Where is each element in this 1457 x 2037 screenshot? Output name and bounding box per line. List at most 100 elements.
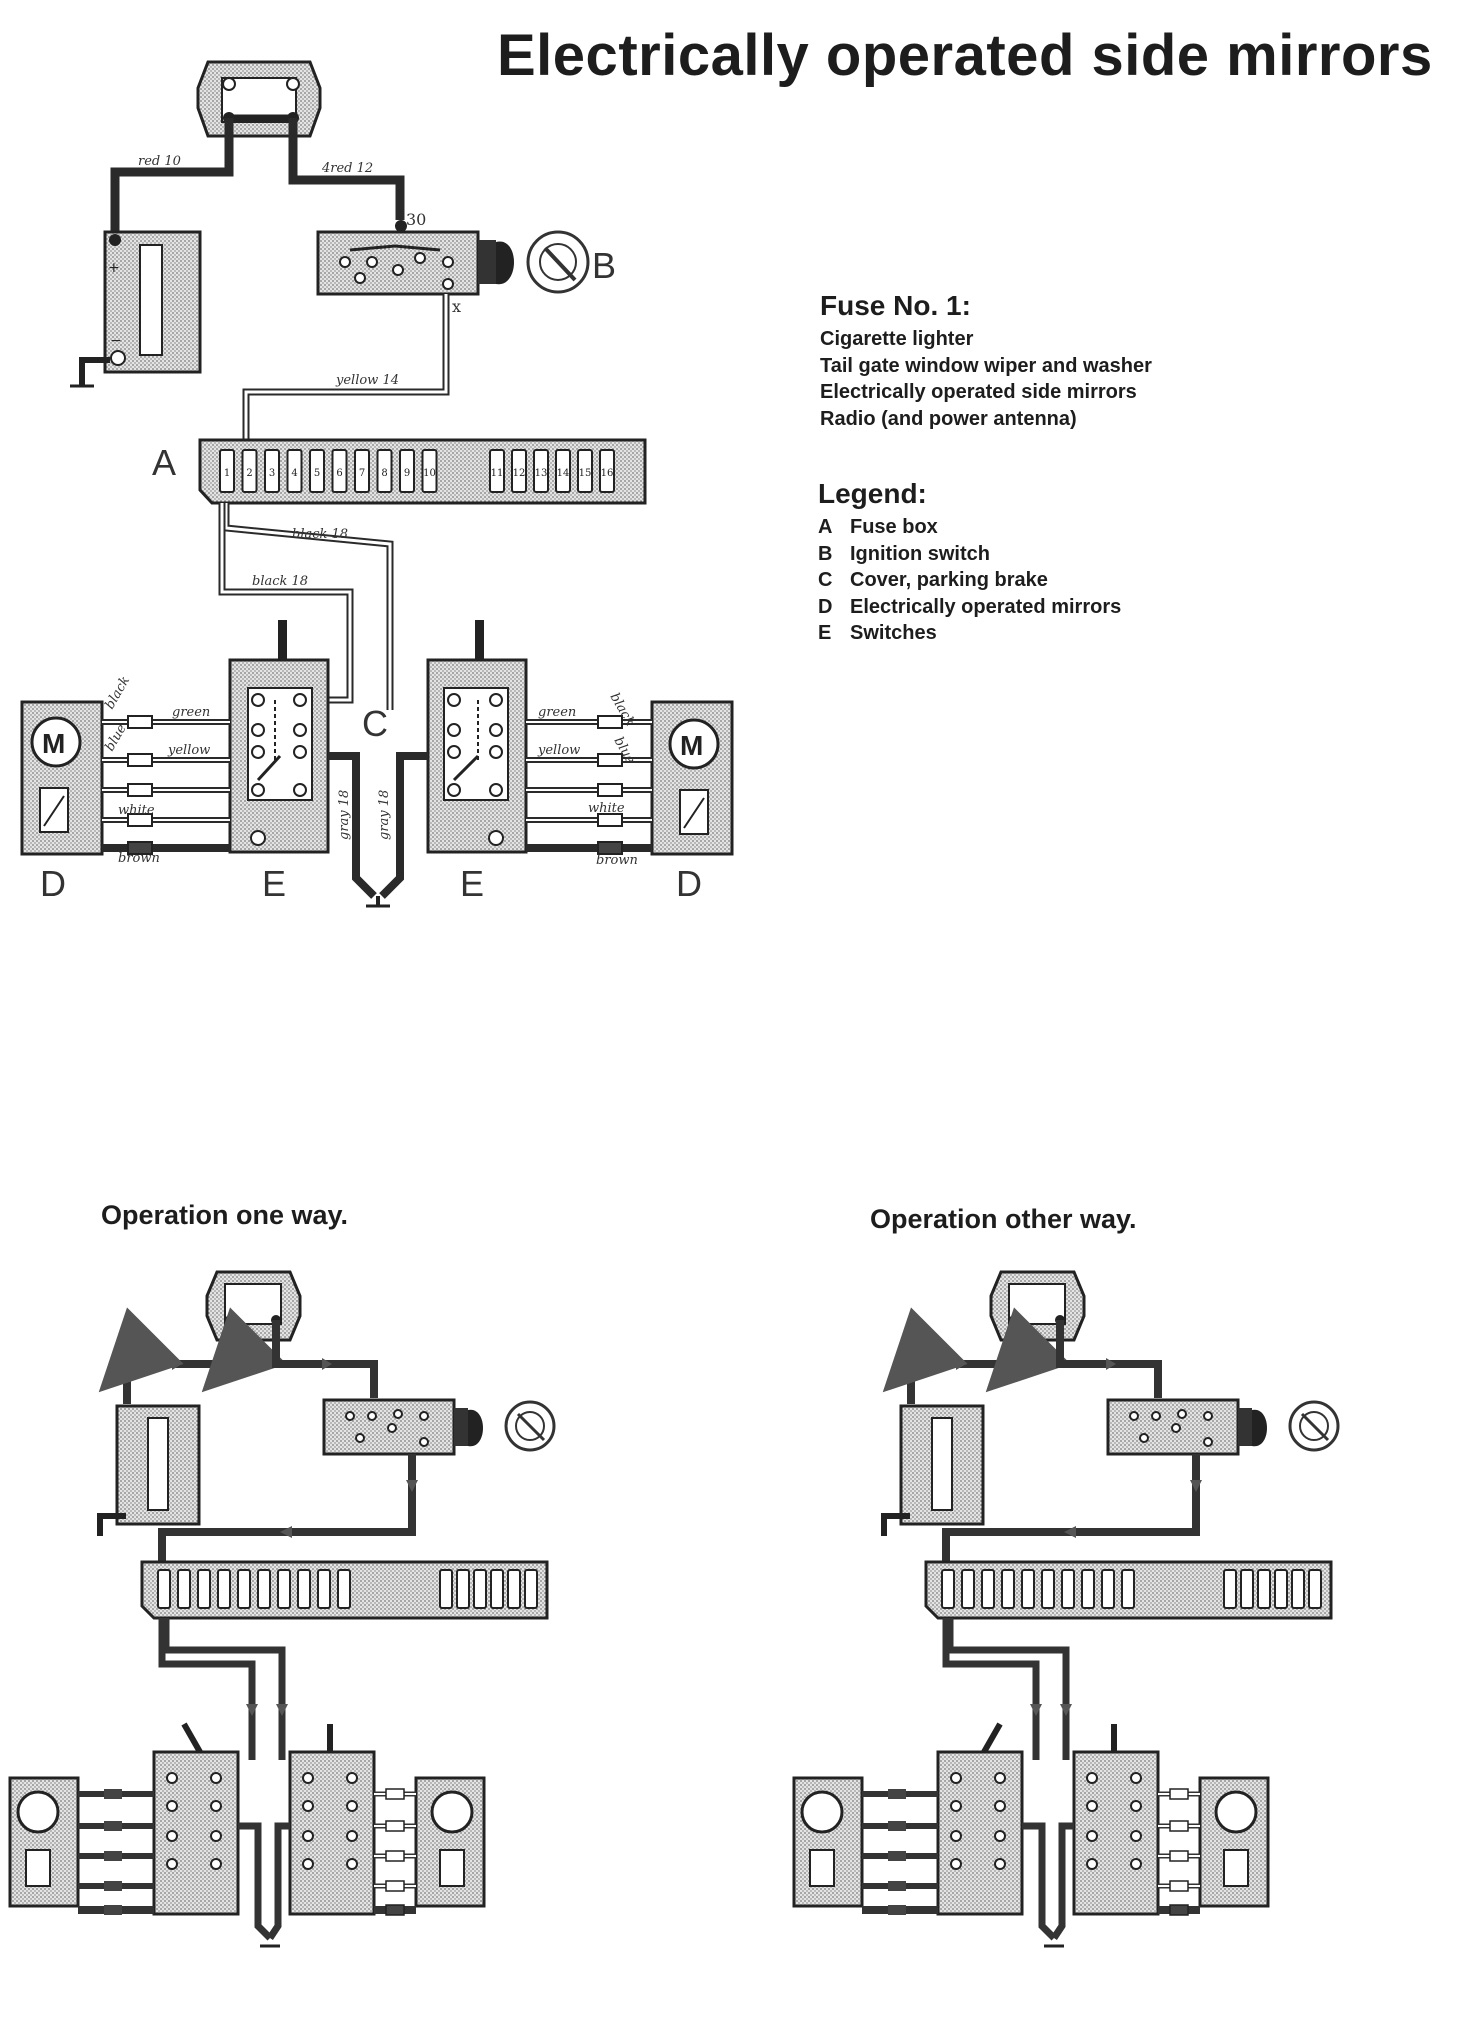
fuse <box>241 449 258 493</box>
fuse <box>317 1569 331 1609</box>
fuse-item: Tail gate window wiper and washer <box>820 354 1152 377</box>
fuse <box>1223 1569 1237 1609</box>
switch-contact <box>210 1858 222 1870</box>
connector <box>888 1881 906 1891</box>
ignition-key <box>1252 1409 1267 1447</box>
switch-contact <box>166 1800 178 1812</box>
fuse-heading: Fuse No. 1: <box>820 290 971 321</box>
switch-contact <box>419 1411 429 1421</box>
ground-wire <box>1051 1822 1074 1940</box>
fuse-item: Radio (and power antenna) <box>820 407 1077 430</box>
switch-contact <box>419 1437 429 1447</box>
connector <box>1169 1820 1189 1832</box>
terminal-30: 30 <box>406 210 426 229</box>
fuse <box>473 1569 487 1609</box>
fuse <box>421 449 438 493</box>
connector <box>1169 1880 1189 1892</box>
switch-left <box>228 620 330 854</box>
fuse <box>507 1569 521 1609</box>
operation-other-way-diagram <box>792 1270 1340 1948</box>
fuse-info: Fuse No. 1: Cigarette lighter Tail gate … <box>820 290 1152 432</box>
wire-label-white: white <box>588 801 625 816</box>
wire-label-blue: blue <box>102 722 129 754</box>
switch-right <box>426 620 528 854</box>
fuse-item: Electrically operated side mirrors <box>820 381 1137 403</box>
fuse <box>197 1569 211 1609</box>
switch-contact <box>393 1409 403 1419</box>
fuse <box>399 449 415 493</box>
switch-feed <box>162 1618 286 1760</box>
switch-contact <box>210 1800 222 1812</box>
caption-other-way: Operation other way. <box>870 1204 1137 1234</box>
switch-contact <box>1203 1437 1213 1447</box>
wire-label-brown: brown <box>118 851 160 866</box>
switch-contact <box>345 1411 355 1421</box>
switch-contact <box>387 1423 397 1433</box>
fuse-number: 1 <box>224 468 230 479</box>
switch-contact <box>994 1800 1006 1812</box>
page-title: Electrically operated side mirrors <box>497 23 1433 88</box>
mirror-heater <box>809 1849 835 1887</box>
caption-one-way: Operation one way. <box>101 1200 349 1230</box>
switch-feed <box>946 1618 1070 1760</box>
switch-contact <box>1151 1411 1161 1421</box>
wire-label-green: green <box>172 705 210 720</box>
cover-icon-mark <box>1300 1412 1330 1442</box>
fuse <box>1021 1569 1035 1609</box>
flow-arrow <box>276 1704 288 1716</box>
fuse <box>1041 1569 1055 1609</box>
connector <box>385 1904 405 1916</box>
fuse <box>277 1569 291 1609</box>
fuse <box>1101 1569 1115 1609</box>
fuse <box>219 449 235 493</box>
mirror-left <box>20 700 104 856</box>
connector <box>1169 1788 1189 1800</box>
fuse <box>1081 1569 1095 1609</box>
fuse <box>961 1569 975 1609</box>
fuse-number: 7 <box>359 468 365 479</box>
legend-key: E <box>818 622 832 644</box>
fuse <box>555 449 571 493</box>
fuse <box>337 1569 351 1609</box>
fuse <box>1061 1569 1075 1609</box>
switch-contact <box>1086 1858 1098 1870</box>
ground-wire <box>881 1513 910 1536</box>
fuse-number: 12 <box>513 468 526 479</box>
switch-contact <box>166 1858 178 1870</box>
fuse <box>217 1569 231 1609</box>
connector <box>888 1789 906 1799</box>
fuse <box>1257 1569 1271 1609</box>
fuse <box>177 1569 191 1609</box>
fuse <box>157 1569 171 1609</box>
ignition-key-barrel <box>454 1408 468 1446</box>
switch-contact <box>355 1433 365 1443</box>
switch-contact <box>1086 1772 1098 1784</box>
battery-cell <box>931 1417 953 1511</box>
legend-key: C <box>818 569 833 591</box>
fuse-number: 14 <box>557 468 570 479</box>
fuse-number: 9 <box>404 468 410 479</box>
fuse <box>981 1569 995 1609</box>
connector <box>1169 1904 1189 1916</box>
switch-contact <box>1203 1411 1213 1421</box>
fuse <box>297 1569 311 1609</box>
switch-contact <box>302 1772 314 1784</box>
motor <box>16 1790 60 1834</box>
switch-contact <box>1130 1800 1142 1812</box>
legend-key: A <box>818 516 833 538</box>
ignition-switch <box>322 1398 456 1456</box>
harness-left <box>102 715 230 855</box>
flow-arrow <box>246 1704 258 1716</box>
mirror-right <box>650 700 734 856</box>
wire-label-red10: red 10 <box>138 154 181 169</box>
motor-label: M <box>680 730 703 761</box>
wire-label-white: white <box>118 803 155 818</box>
cover-icon-ring <box>1299 1411 1329 1441</box>
fuse-number: 10 <box>423 468 436 479</box>
fuse <box>456 1569 470 1609</box>
